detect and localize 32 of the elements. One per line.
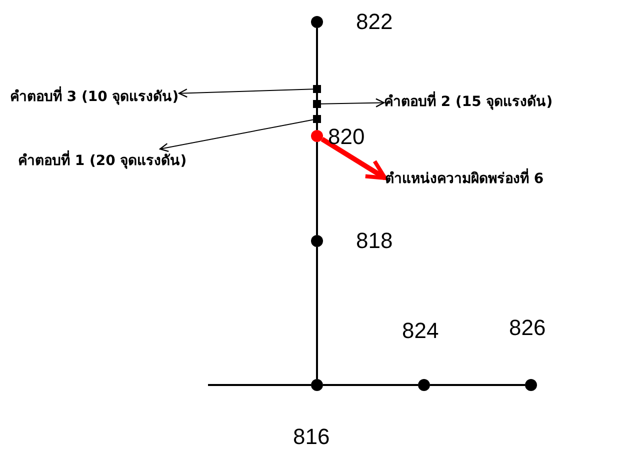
answer-label: คำตอบที่ 3 (10 จุดแรงดัน) xyxy=(10,85,179,107)
answer-label: คำตอบที่ 1 (20 จุดแรงดัน) xyxy=(18,149,187,171)
feeder-line xyxy=(316,142,318,235)
pointer-arrow xyxy=(178,88,314,98)
bus-node xyxy=(311,235,323,247)
answer-label: คำตอบที่ 2 (15 จุดแรงดัน) xyxy=(384,90,553,112)
fault-location-label: ตำแหน่งความผิดพร่องที่ 6 xyxy=(385,167,544,189)
bus-number: 824 xyxy=(402,318,439,344)
bus-number: 822 xyxy=(356,9,393,35)
feeder-line xyxy=(316,123,318,130)
measurement-point-marker xyxy=(313,85,321,93)
bus-node xyxy=(525,379,537,391)
feeder-line xyxy=(316,247,318,379)
pointer-arrow xyxy=(159,119,314,152)
bus-number: 818 xyxy=(356,228,393,254)
bus-node xyxy=(311,16,323,28)
pointer-arrow xyxy=(320,98,385,108)
bus-number: 816 xyxy=(293,424,330,450)
bus-node xyxy=(418,379,430,391)
measurement-point-marker xyxy=(313,100,321,108)
fault-arrow xyxy=(320,137,387,180)
feeder-line xyxy=(323,384,418,386)
feeder-line xyxy=(430,384,525,386)
measurement-point-marker xyxy=(313,115,321,123)
bus-number: 820 xyxy=(328,124,365,150)
bus-node xyxy=(311,379,323,391)
feeder-line xyxy=(316,93,318,100)
feeder-line xyxy=(316,28,318,85)
bus-number: 826 xyxy=(509,315,546,341)
bus-node xyxy=(311,130,323,142)
feeder-line xyxy=(316,108,318,115)
feeder-line xyxy=(208,384,311,386)
